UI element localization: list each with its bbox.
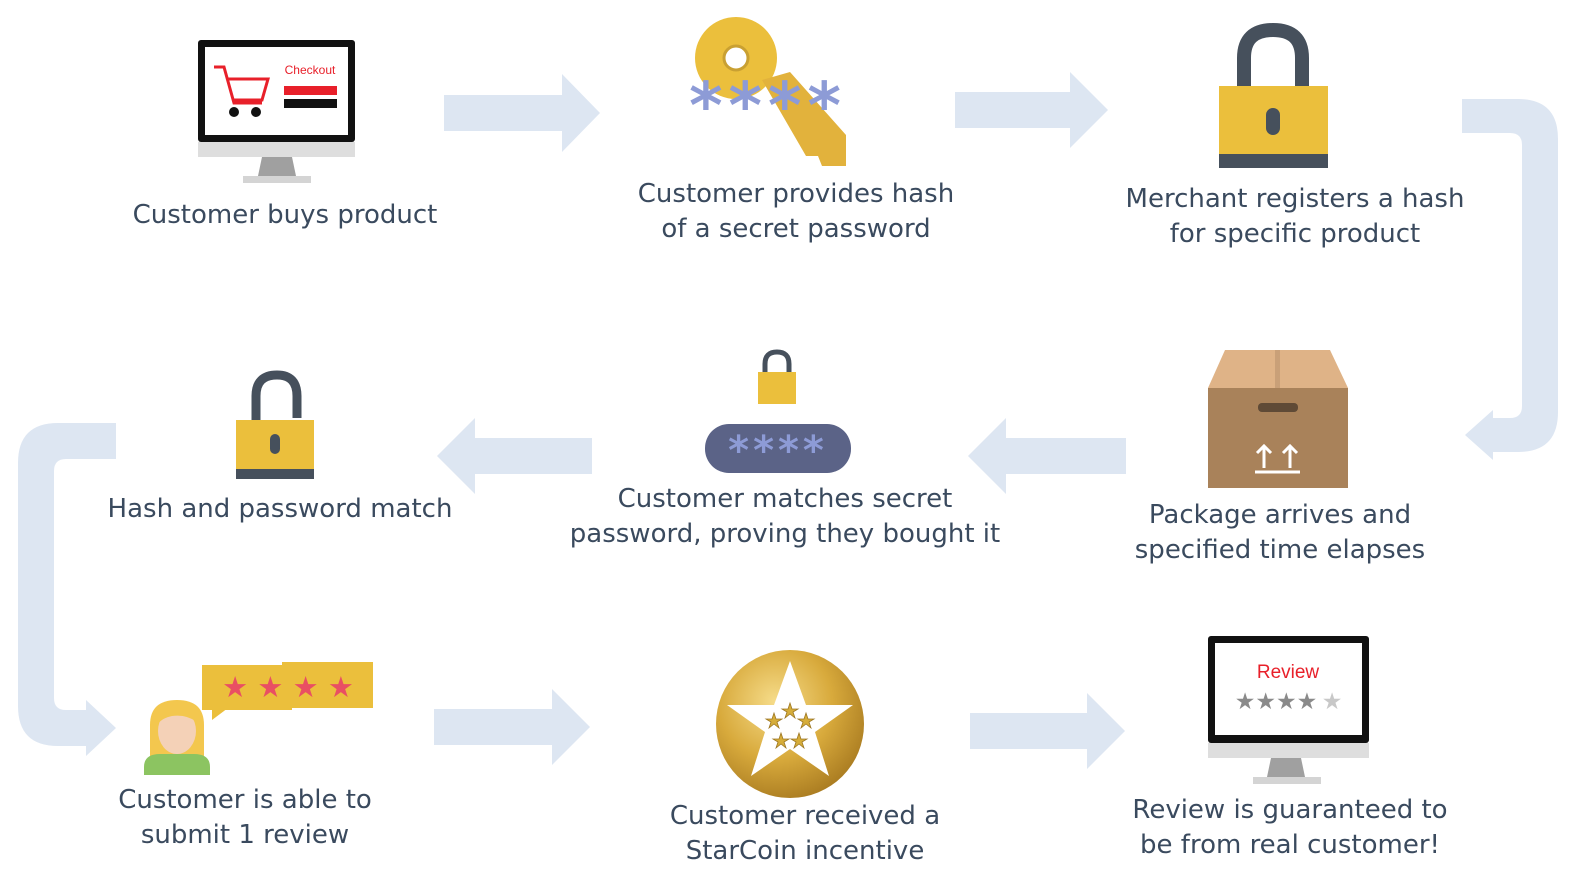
password-field-mask: **** xyxy=(728,428,828,474)
arrow-submit-to-coin xyxy=(434,689,590,765)
step-coin-label: Customer received a StarCoin incentive xyxy=(669,801,941,866)
step-hash-label: Customer provides hash of a secret passw… xyxy=(637,179,955,244)
rating-filled-stars: ★★★★ xyxy=(1235,689,1317,715)
arrow-matches-to-match xyxy=(437,418,592,494)
rating-empty-star: ★ xyxy=(1322,689,1343,715)
step-package-label: Package arrives and specified time elaps… xyxy=(1134,500,1426,565)
review-stars: ★ ★ ★ ★ xyxy=(222,670,354,704)
step-register-label: Merchant registers a hash for specific p… xyxy=(1125,184,1465,249)
arrow-coin-to-review xyxy=(970,693,1125,769)
step-matches-label: Customer matches secret password, provin… xyxy=(569,484,1001,549)
this-side-up-icon xyxy=(1255,443,1300,474)
step-submit-label: Customer is able to submit 1 review xyxy=(118,785,372,850)
review-screen-title: Review xyxy=(1257,662,1320,683)
step-buy-label: Customer buys product xyxy=(132,200,438,230)
checkout-text: Checkout xyxy=(285,63,336,77)
step-match-label: Hash and password match xyxy=(107,494,453,524)
password-mask: **** xyxy=(689,70,847,144)
small-stars xyxy=(764,701,816,750)
arrow-match-to-submit xyxy=(18,423,116,756)
arrow-package-to-matches xyxy=(968,418,1126,494)
arrow-buy-to-hash xyxy=(444,74,600,152)
cart-icon xyxy=(214,65,270,105)
arrow-hash-to-register xyxy=(955,72,1108,148)
arrow-register-to-package xyxy=(1462,99,1558,460)
step-review-label: Review is guaranteed to be from real cus… xyxy=(1132,795,1448,860)
